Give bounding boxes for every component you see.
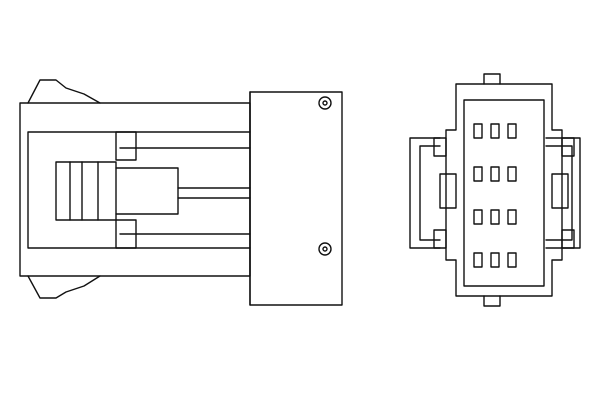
screw-top-icon (318, 96, 332, 110)
screw-bottom-center-icon (322, 246, 328, 252)
top-tab (483, 73, 501, 85)
pin-slot (490, 123, 500, 139)
pin-slot (473, 252, 483, 268)
pin-slot (473, 123, 483, 139)
pin-slot (507, 166, 517, 182)
side-view-connector (19, 79, 343, 306)
lower-block (115, 219, 137, 249)
screw-bottom-icon (318, 242, 332, 256)
front-inner-frame (463, 99, 545, 287)
connector-body-outline (19, 102, 251, 277)
left-clip (433, 229, 447, 249)
bottom-tab (483, 295, 501, 307)
left-latch (439, 173, 457, 209)
right-clip (561, 229, 575, 249)
top-latch (27, 79, 101, 104)
pin-slot (490, 209, 500, 225)
front-view-connector (409, 73, 581, 307)
right-latch (551, 173, 569, 209)
right-bracket-inner (545, 145, 573, 241)
pin-slot (507, 252, 517, 268)
pin-slot (473, 166, 483, 182)
center-clip (55, 161, 117, 221)
right-top-clip (561, 137, 575, 157)
left-top-clip (433, 137, 447, 157)
right-bracket (545, 137, 581, 249)
center-clip-inner (69, 161, 99, 221)
center-clip-extension (115, 167, 179, 215)
collar-housing (249, 91, 343, 306)
left-bracket (409, 137, 441, 249)
front-body-outline (445, 83, 563, 297)
pin-slot (490, 166, 500, 182)
bottom-latch (27, 275, 101, 299)
upper-block (115, 131, 137, 161)
inner-frame (27, 131, 251, 249)
screw-top-center-icon (322, 100, 328, 106)
pin-slot (473, 209, 483, 225)
pin-slot (507, 209, 517, 225)
left-bracket-inner (419, 145, 441, 241)
pin-slot (490, 252, 500, 268)
pin-grid (473, 123, 517, 268)
pin-slot (507, 123, 517, 139)
